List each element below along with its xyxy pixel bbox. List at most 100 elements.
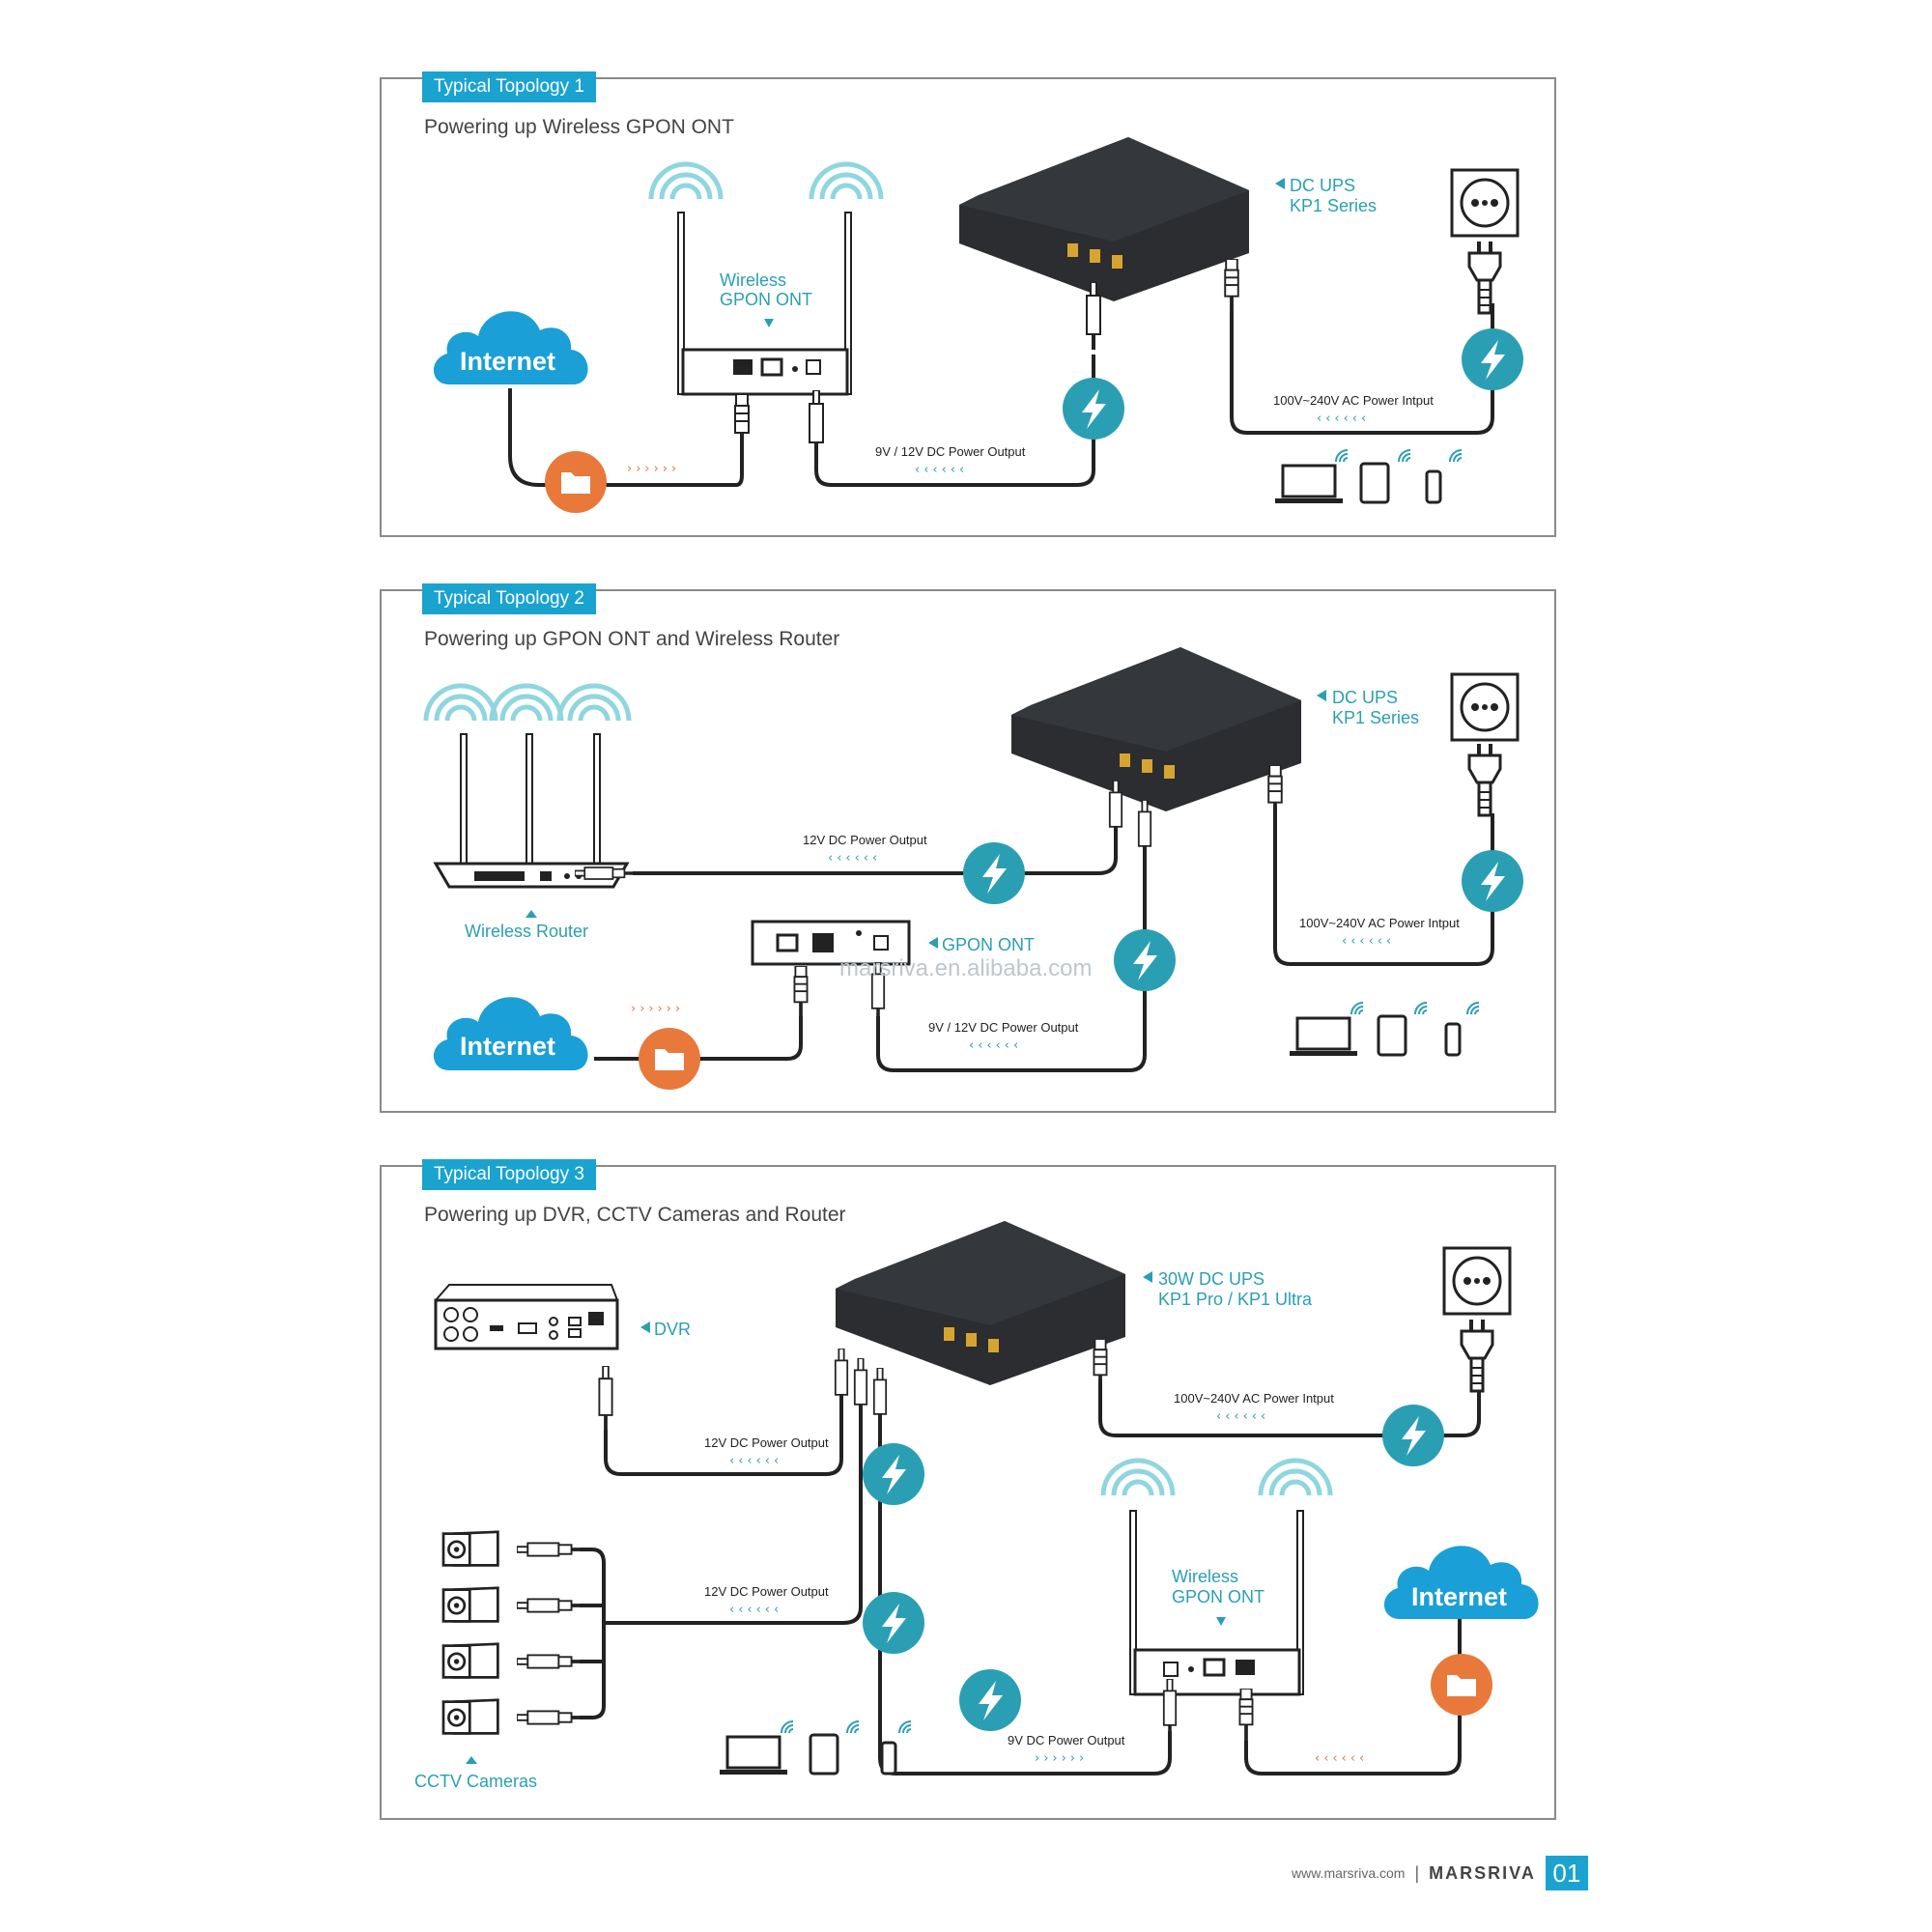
internet-label: Internet bbox=[460, 1032, 555, 1061]
laptop-icon bbox=[720, 1735, 787, 1776]
wifi-signal-icon bbox=[1414, 1002, 1428, 1015]
dc-plug bbox=[598, 1366, 613, 1430]
up-arrow-icon bbox=[526, 910, 537, 918]
wifi-signal-icon bbox=[1350, 1002, 1364, 1015]
tablet-icon bbox=[1377, 1014, 1407, 1057]
lightning-bolt-icon bbox=[863, 1443, 924, 1505]
topology-tag-2: Typical Topology 2 bbox=[422, 583, 596, 614]
dc-barrel-plug bbox=[517, 1598, 581, 1613]
website-link[interactable]: www.marsriva.com bbox=[1292, 1865, 1406, 1881]
ac-input-label: 100V~240V AC Power Intput bbox=[1299, 916, 1460, 930]
ups-label-line1: DC UPS bbox=[1332, 688, 1398, 707]
dc-ups-device bbox=[959, 137, 1249, 301]
ont-label-line1: Wireless bbox=[1172, 1567, 1238, 1586]
folder-icon bbox=[1431, 1654, 1492, 1716]
left-arrow-icon bbox=[1317, 690, 1326, 701]
cctv-cameras-label: CCTV Cameras bbox=[414, 1772, 537, 1791]
power-plug-icon bbox=[1460, 1320, 1494, 1393]
laptop-icon bbox=[1290, 1016, 1357, 1057]
dc-barrel-plug bbox=[517, 1710, 581, 1725]
power-socket-icon bbox=[1442, 1246, 1512, 1316]
ont-label-line2: GPON ONT bbox=[1172, 1587, 1264, 1606]
power-plug-icon bbox=[1467, 744, 1502, 817]
dc-barrel-plug bbox=[517, 1654, 581, 1669]
data-flow-arrows: ‹‹‹‹‹‹ bbox=[1315, 1751, 1368, 1766]
power-flow-arrows: ‹‹‹‹‹‹ bbox=[1342, 934, 1395, 949]
topology-subtitle-2: Powering up GPON ONT and Wireless Router bbox=[424, 628, 840, 650]
page-number: 01 bbox=[1545, 1856, 1588, 1890]
dc-plug bbox=[834, 1349, 849, 1408]
wifi-signal-icon bbox=[1398, 449, 1411, 463]
power-flow-arrows: ‹‹‹‹‹‹ bbox=[1216, 1409, 1269, 1424]
wifi-signal-icon bbox=[1449, 449, 1463, 463]
power-flow-arrows: ‹‹‹‹‹‹ bbox=[729, 1603, 782, 1617]
wifi-icon bbox=[1103, 1461, 1173, 1495]
topology-subtitle-3: Powering up DVR, CCTV Cameras and Router bbox=[424, 1204, 846, 1226]
lightning-bolt-icon bbox=[1063, 378, 1124, 440]
wifi-signal-icon bbox=[781, 1720, 794, 1734]
lightning-bolt-icon bbox=[1382, 1405, 1444, 1466]
down-arrow-icon bbox=[1216, 1617, 1226, 1626]
dc-output-label: 9V / 12V DC Power Output bbox=[875, 444, 1026, 459]
left-arrow-icon bbox=[1143, 1271, 1152, 1283]
lightning-bolt-icon bbox=[1114, 929, 1176, 991]
power-flow-arrows: ‹‹‹‹‹‹ bbox=[828, 851, 881, 866]
dc9-output-label: 9V DC Power Output bbox=[1008, 1733, 1125, 1747]
dvr-label: DVR bbox=[654, 1320, 691, 1339]
up-arrow-icon bbox=[466, 1756, 477, 1764]
dc12-output-label-a: 12V DC Power Output bbox=[704, 1435, 829, 1450]
ups-label-line2: KP1 Series bbox=[1290, 196, 1377, 215]
phone-icon bbox=[1444, 1022, 1462, 1057]
dc12-output-label-b: 12V DC Power Output bbox=[704, 1584, 829, 1599]
router-label: Wireless Router bbox=[465, 922, 588, 941]
page-footer: www.marsriva.com | MARSRIVA 01 bbox=[1292, 1856, 1588, 1890]
folder-icon bbox=[639, 1028, 700, 1090]
dc-plug bbox=[1137, 800, 1152, 860]
topology-panel-2: Typical Topology 2 Powering up GPON ONT … bbox=[380, 583, 1556, 1113]
tablet-icon bbox=[809, 1733, 839, 1776]
ups-label-line2: KP1 Series bbox=[1332, 708, 1419, 727]
topology-panel-1: Typical Topology 1 Powering up Wireless … bbox=[380, 71, 1556, 537]
internet-label: Internet bbox=[1411, 1582, 1507, 1611]
data-flow-arrows: ›››››› bbox=[627, 462, 680, 476]
folder-icon bbox=[545, 451, 607, 513]
power-plug-icon bbox=[1467, 242, 1502, 315]
camera-icon bbox=[441, 1642, 499, 1679]
lightning-bolt-icon bbox=[1462, 850, 1523, 912]
tablet-icon bbox=[1359, 462, 1390, 504]
footer-separator: | bbox=[1414, 1862, 1420, 1883]
dc-plug bbox=[872, 1368, 888, 1428]
ac-input-label: 100V~240V AC Power Intput bbox=[1174, 1391, 1334, 1406]
ups-label-line2: KP1 Pro / KP1 Ultra bbox=[1158, 1290, 1313, 1309]
data-flow-arrows: ›››››› bbox=[631, 1002, 684, 1016]
laptop-icon bbox=[1275, 464, 1343, 504]
camera-icon bbox=[441, 1698, 499, 1735]
power-socket-icon bbox=[1450, 672, 1520, 742]
brand-logo: MARSRIVA bbox=[1429, 1862, 1536, 1883]
wireless-router-device bbox=[433, 733, 630, 889]
left-arrow-icon bbox=[640, 1321, 650, 1333]
watermark: marsriva.en.alibaba.com bbox=[839, 955, 1092, 981]
gpon-ont-label: GPON ONT bbox=[942, 935, 1035, 954]
dc-ups-device bbox=[1011, 647, 1301, 811]
ethernet-plug bbox=[1238, 1689, 1254, 1743]
phone-icon bbox=[880, 1741, 897, 1776]
topology-panel-3: Typical Topology 3 Powering up DVR, CCTV… bbox=[380, 1159, 1556, 1820]
lightning-bolt-icon bbox=[959, 1669, 1021, 1731]
left-arrow-icon bbox=[1275, 178, 1285, 189]
dc-plug bbox=[809, 390, 824, 458]
wireless-gpon-ont-device bbox=[1129, 1510, 1304, 1696]
wifi-signal-icon bbox=[846, 1720, 860, 1734]
internet-label: Internet bbox=[460, 347, 555, 376]
topology-tag-3: Typical Topology 3 bbox=[422, 1159, 596, 1190]
ac-input-label: 100V~240V AC Power Intput bbox=[1273, 393, 1434, 408]
dc-plug bbox=[853, 1358, 868, 1418]
ac-plug bbox=[1093, 1339, 1108, 1393]
power-flow-arrows: ›››››› bbox=[1035, 1751, 1088, 1766]
dc-barrel-plug bbox=[517, 1542, 581, 1557]
wifi-signal-icon bbox=[1466, 1002, 1480, 1015]
wifi-signal-icon bbox=[898, 1720, 912, 1734]
wireless-gpon-ont-device bbox=[677, 212, 852, 396]
dc9-output-label: 9V / 12V DC Power Output bbox=[928, 1020, 1079, 1035]
camera-icon bbox=[441, 1530, 499, 1567]
